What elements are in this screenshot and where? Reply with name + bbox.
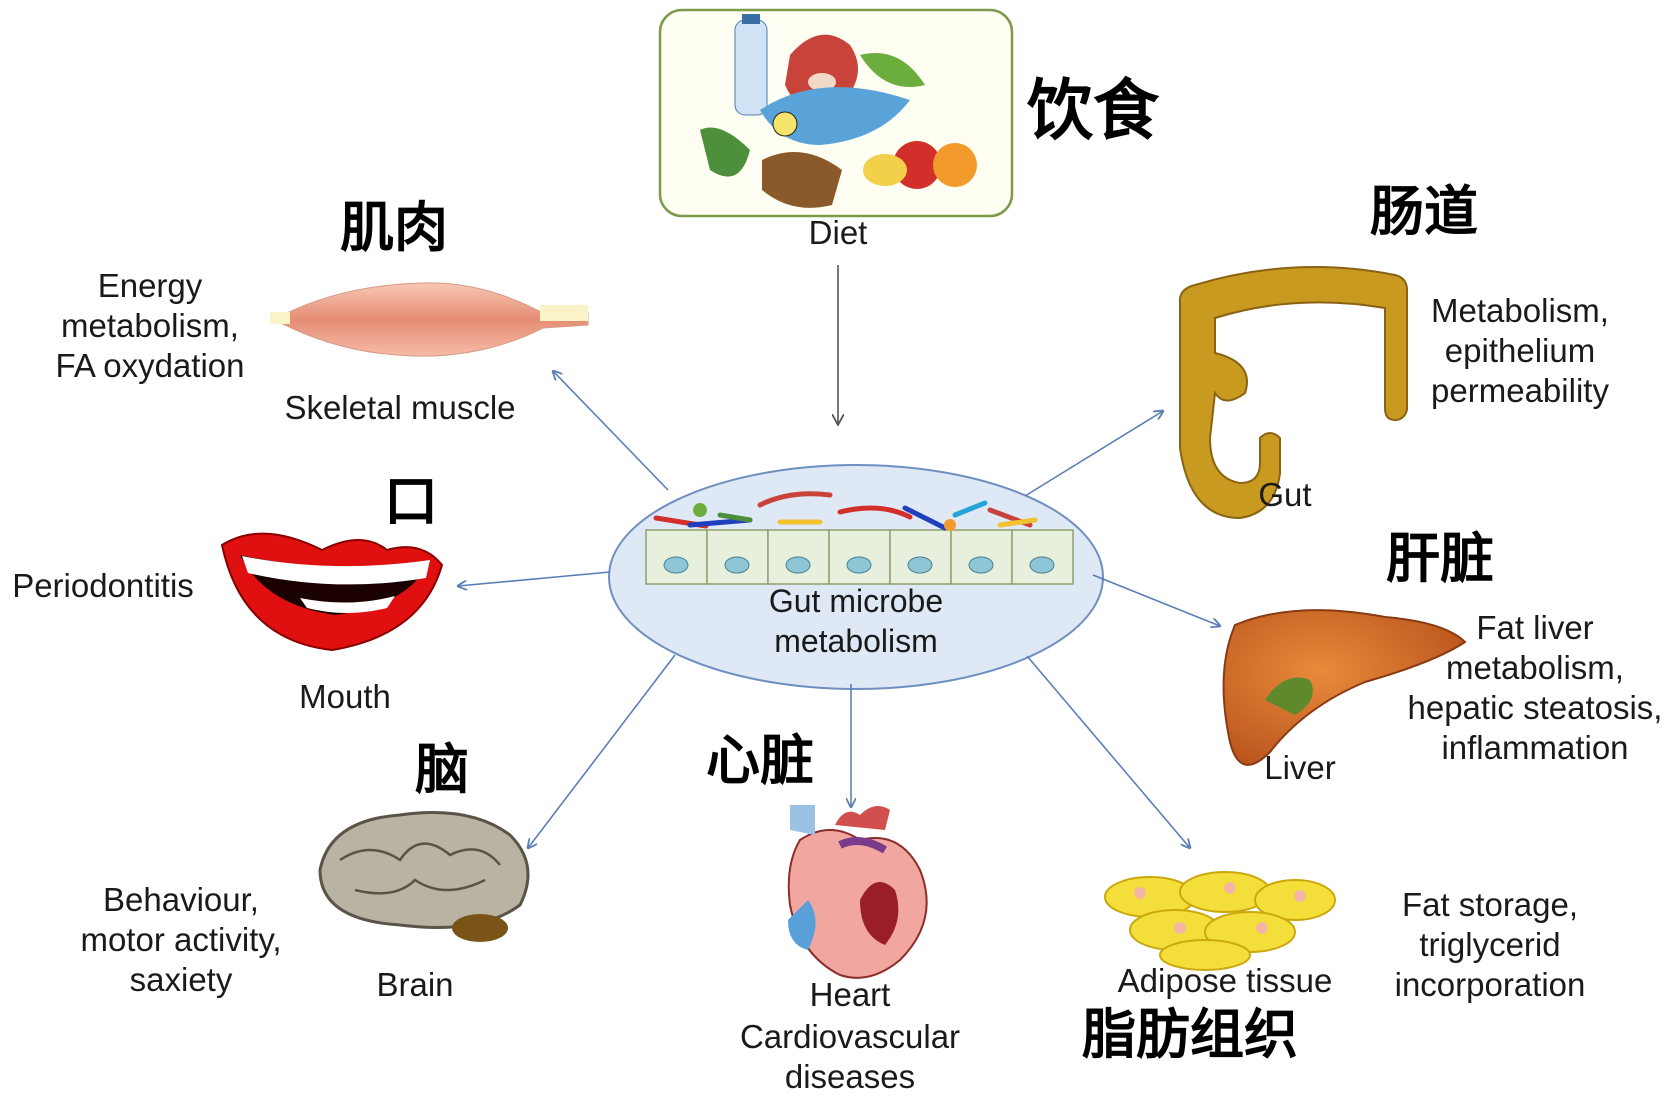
heart-label: Heart bbox=[780, 975, 920, 1015]
diet-image bbox=[660, 10, 1012, 216]
gut-label: Gut bbox=[1240, 475, 1330, 515]
mouth-label: Mouth bbox=[280, 677, 410, 717]
muscle-label: Skeletal muscle bbox=[270, 388, 530, 428]
gut-effect: Metabolism, epithelium permeability bbox=[1410, 291, 1630, 411]
mouth-zh-label: 口 bbox=[384, 470, 438, 532]
adipose-label: Adipose tissue bbox=[1100, 961, 1350, 1001]
liver-effect: Fat liver metabolism, hepatic steatosis,… bbox=[1400, 608, 1670, 768]
gut-zh-label: 肠道 bbox=[1370, 180, 1478, 242]
heart-image bbox=[788, 805, 927, 978]
muscle-effect: Energy metabolism, FA oxydation bbox=[40, 266, 260, 386]
liver-zh-label: 肝脏 bbox=[1386, 527, 1494, 589]
muscle-image bbox=[270, 283, 588, 356]
heart-effect: Cardiovascular diseases bbox=[720, 1017, 980, 1097]
brain-label: Brain bbox=[360, 965, 470, 1005]
diet-zh-label: 饮食 bbox=[1027, 72, 1159, 148]
mouth-effect: Periodontitis bbox=[0, 566, 206, 606]
liver-label: Liver bbox=[1245, 748, 1355, 788]
brain-effect: Behaviour, motor activity, saxiety bbox=[66, 880, 296, 1000]
muscle-zh-label: 肌肉 bbox=[340, 196, 448, 258]
brain-zh-label: 脑 bbox=[415, 738, 469, 800]
brain-image bbox=[320, 813, 528, 943]
center-label: Gut microbe metabolism bbox=[726, 581, 986, 661]
mouth-image bbox=[222, 534, 442, 650]
diet-label: Diet bbox=[790, 213, 886, 253]
adipose-zh-label: 脂肪组织 bbox=[1082, 1003, 1298, 1065]
heart-zh-label: 心脏 bbox=[706, 729, 814, 791]
adipose-effect: Fat storage, triglycerid incorporation bbox=[1370, 885, 1610, 1005]
adipose-image bbox=[1105, 872, 1335, 970]
